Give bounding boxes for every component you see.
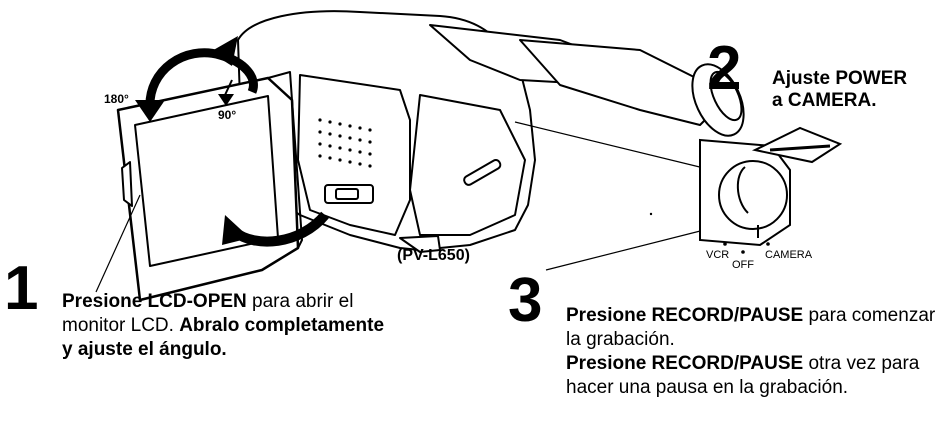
lcd-monitor (116, 71, 303, 302)
step-1-caption: Presione LCD-OPEN para abrir el monitor … (62, 290, 392, 362)
power-dial (699, 126, 843, 247)
callout-lines (95, 121, 721, 293)
switch-camera-label: CAMERA (765, 249, 813, 261)
switch-off-label: OFF (732, 259, 754, 271)
dial-dots (723, 242, 770, 254)
camera-body (237, 10, 745, 253)
step-3-bold1: Presione RECORD/PAUSE (566, 305, 804, 326)
angle-180-label: 180° (104, 92, 129, 106)
step-3-text2: otra vez para hacer una pausa en la grab… (566, 353, 920, 398)
step-3-number: 3 (508, 266, 543, 335)
step-2-number: 2 (707, 34, 742, 103)
step-1-number: 1 (4, 254, 39, 323)
rotation-arrows (135, 36, 329, 247)
step-2-line2: a CAMERA. (772, 90, 877, 111)
switch-vcr-label: VCR (706, 249, 730, 261)
model-label: (PV-L650) (397, 247, 470, 264)
step-1-bold1: Presione LCD-OPEN (62, 291, 247, 312)
step-3-caption: Presione RECORD/PAUSE para comenzar la g… (566, 304, 938, 400)
step-3-bold2: Presione RECORD/PAUSE (566, 353, 804, 374)
angle-90-label: 90° (218, 108, 237, 122)
step-2-line1: Ajuste POWER (772, 68, 908, 89)
step-1-text1: para abrir el monitor LCD. (62, 291, 354, 336)
speaker-grille (318, 118, 372, 168)
step-3-text1: para comenzar la grabación. (566, 305, 936, 350)
stray-dot (649, 212, 653, 216)
step-1-bold2: Abralo completamente y ajuste el ángulo. (62, 315, 385, 360)
